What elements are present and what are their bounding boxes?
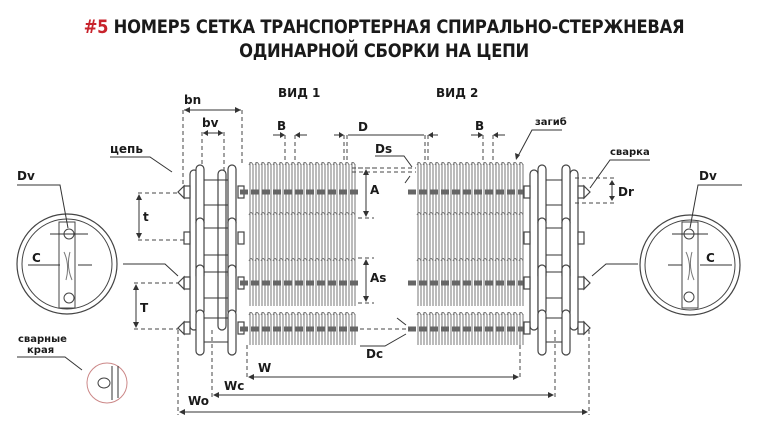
B-left-label: B [277,119,286,133]
D-label: D [358,120,368,134]
Dr-label: Dr [618,185,634,199]
c-right-label: C [706,251,715,265]
weld-leader [589,159,650,189]
D-dimension: D [334,120,438,162]
B-right-dimension: B [471,119,505,162]
right-chain [523,164,591,356]
B-right-label: B [475,119,484,133]
Ds-label: Ds [375,142,392,156]
bn-label: bn [184,93,201,107]
dv-right-leader [689,184,742,229]
Dr-dimension: Dr [575,177,634,204]
title-line-1: #5 НОМЕР5 СЕТКА ТРАНСПОРТЕРНАЯ СПИРАЛЬНО… [54,16,714,38]
dv-left-leader [17,184,69,229]
c-left-label: C [32,251,41,265]
title-text-1: НОМЕР5 СЕТКА ТРАНСПОРТЕРНАЯ СПИРАЛЬНО-СТ… [108,16,685,38]
chain-label: цепь [110,142,143,156]
Wc-label: Wc [224,379,244,393]
Wo-dimension: Wo [177,330,590,415]
A-dimension: A [358,167,380,219]
welded-edges-detail [86,362,128,404]
welded-edges-label-2: края [27,345,54,356]
Wo-label: Wo [188,394,209,408]
As-dimension: As [358,257,386,304]
weld-label: сварка [610,147,650,158]
T-dimension: T [133,282,178,330]
Dc-leader [360,333,407,347]
left-chain [177,164,245,356]
bend-label: загиб [535,116,567,128]
welded-edges-leader [17,356,83,371]
bend-leader [516,129,562,159]
Wc-dimension: Wc [211,330,556,398]
As-label: As [370,271,386,285]
dv-right-label: Dv [699,169,717,183]
T-label: T [140,301,149,315]
W-dimension: W [246,345,521,380]
title-number: #5 [83,16,109,38]
right-detail-leader [591,263,638,277]
title-line-2: ОДИНАРНОЙ СБОРКИ НА ЦЕПИ [239,40,529,62]
t-label: t [143,210,149,224]
bv-label: bv [202,116,219,130]
mesh-view-1 [240,162,358,345]
view-2-label: ВИД 2 [436,86,478,100]
W-label: W [258,361,271,375]
A-label: A [370,183,380,197]
Ds-leader [375,155,413,168]
dv-left-label: Dv [17,169,35,183]
mesh-view-2 [408,162,526,345]
left-detail-leader [123,263,179,277]
t-dimension: t [136,192,184,241]
chain-leader [110,156,173,173]
view-1-label: ВИД 1 [278,86,320,100]
B-left-dimension: B [273,119,307,162]
Dc-label: Dc [366,347,383,361]
welded-edges-label-1: сварные [18,334,67,345]
bn-dimension: bn [182,93,243,190]
left-detail-circle [16,213,118,315]
right-detail-circle [639,214,741,316]
bv-dimension: bv [201,116,225,180]
